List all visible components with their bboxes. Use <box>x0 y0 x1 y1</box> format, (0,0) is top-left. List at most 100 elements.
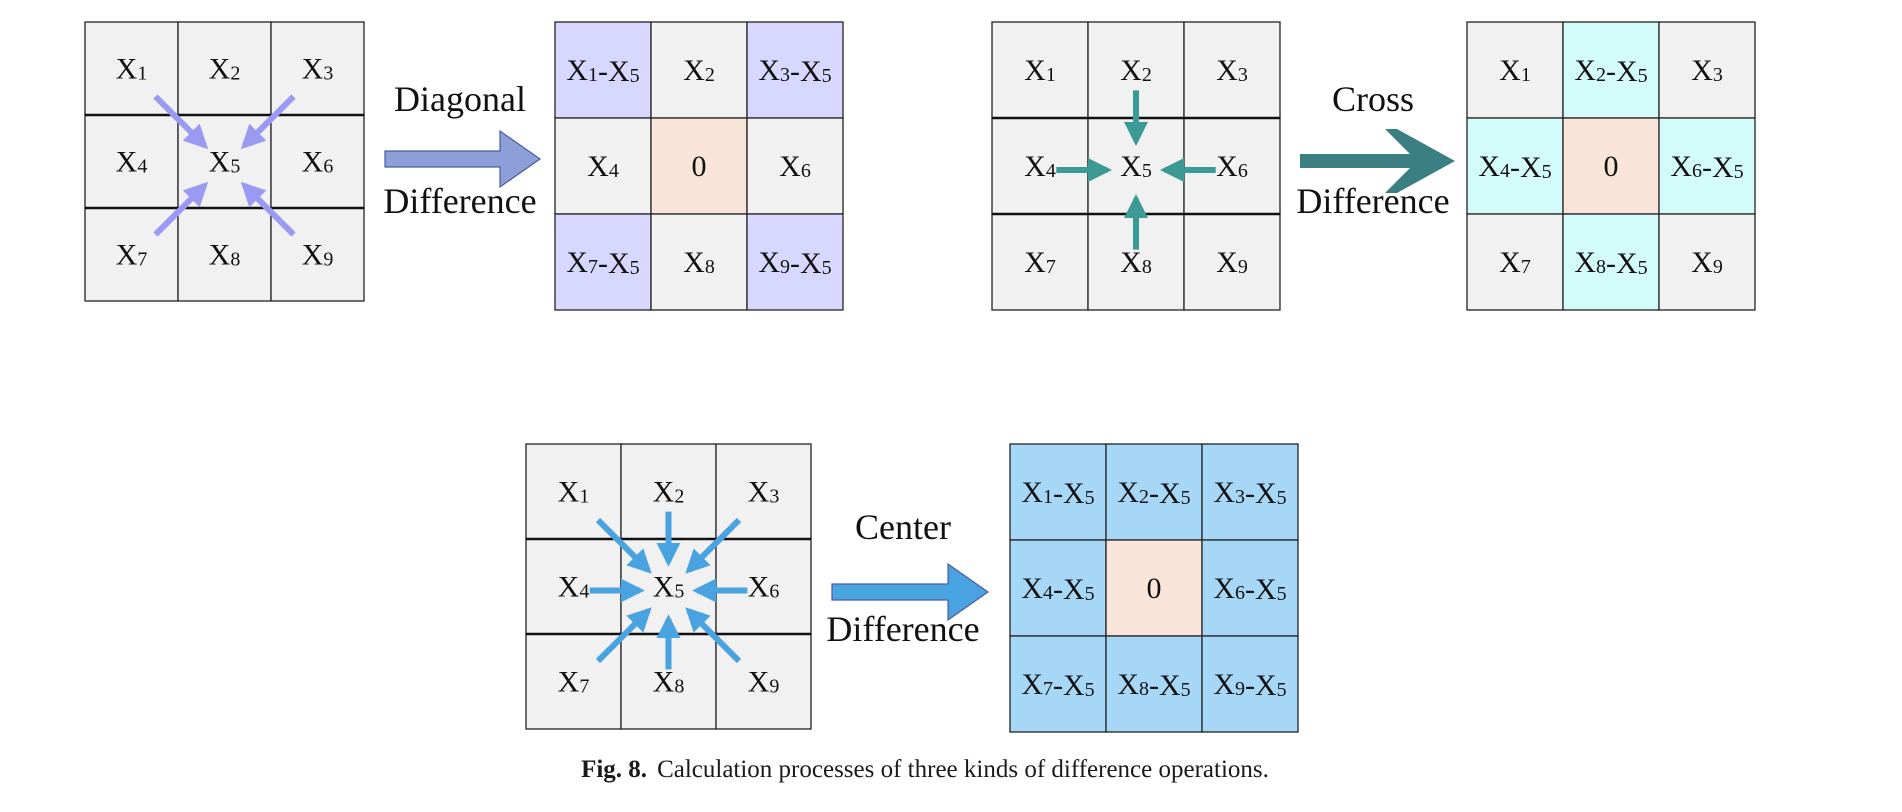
output-cell-label: 0 <box>1147 572 1162 605</box>
input-cell-label: X3 <box>748 476 780 509</box>
input-cell-label: X2 <box>1120 54 1152 87</box>
input-cell-label: X6 <box>302 146 334 179</box>
output-cell-label: X4-X5 <box>1478 150 1551 184</box>
pointer-arrow <box>685 607 742 664</box>
output-cell-label: X9 <box>1691 246 1723 279</box>
input-cell-label: X1 <box>116 53 148 86</box>
output-cell-label: X2-X5 <box>1574 54 1647 88</box>
output-cell-label: X8 <box>683 246 715 279</box>
output-cell-label: X9-X5 <box>758 246 831 280</box>
transform-arrow-icon <box>384 129 542 189</box>
input-cell-label: X3 <box>1216 54 1248 87</box>
pointer-arrow <box>240 181 296 237</box>
output-cell <box>1466 213 1564 311</box>
output-cell-label: X1 <box>1499 54 1531 87</box>
output-cell-label: X1-X5 <box>1021 476 1094 510</box>
output-cell <box>650 117 748 215</box>
output-cell-label: X3-X5 <box>758 54 831 88</box>
output-cell-label: X2-X5 <box>1117 476 1190 510</box>
operation-suffix: Difference <box>1296 181 1449 221</box>
input-cell <box>177 207 272 302</box>
figure-caption: Fig. 8. Calculation processes of three ki… <box>0 756 1850 784</box>
output-cell-label: X8-X5 <box>1574 246 1647 280</box>
operation-suffix: Difference <box>826 609 979 649</box>
pointer-arrow <box>595 517 652 574</box>
input-cell <box>1087 213 1185 311</box>
input-cell-label: X6 <box>748 571 780 604</box>
input-cell <box>525 538 622 635</box>
output-cell-label: X1-X5 <box>566 54 639 88</box>
output-cell-label: X6 <box>779 150 811 183</box>
output-cell-label: X7 <box>1499 246 1531 279</box>
output-cell-label: 0 <box>1604 150 1619 183</box>
input-cell-label: X8 <box>653 666 685 699</box>
output-cell <box>1201 443 1299 541</box>
output-cell <box>1009 443 1107 541</box>
operation-name: Cross <box>1332 79 1414 119</box>
input-cell-label: X8 <box>209 239 241 272</box>
output-cell-label: X4 <box>587 150 619 183</box>
output-cell-label: X3 <box>1691 54 1723 87</box>
input-cell-label: X4 <box>558 571 590 604</box>
output-cell <box>1658 213 1756 311</box>
output-cell <box>650 213 748 311</box>
input-cell <box>715 538 812 635</box>
input-cell-label: X1 <box>1024 54 1056 87</box>
output-cell <box>746 21 844 119</box>
output-cell-label: X6-X5 <box>1213 572 1286 606</box>
output-cell <box>1562 21 1660 119</box>
output-cell <box>746 117 844 215</box>
pointer-arrow <box>595 607 652 664</box>
operation-name: Center <box>855 507 951 547</box>
output-cell-label: X7-X5 <box>1021 668 1094 702</box>
output-cell <box>1658 117 1756 215</box>
output-cell <box>1009 539 1107 637</box>
input-cell-label: X4 <box>1024 150 1056 183</box>
output-cell-label: X9-X5 <box>1213 668 1286 702</box>
output-cell-label: X3-X5 <box>1213 476 1286 510</box>
transform-arrow-icon <box>1300 129 1455 193</box>
output-cell <box>554 213 652 311</box>
input-cell-label: X4 <box>116 146 148 179</box>
input-cell-label: X7 <box>558 666 590 699</box>
input-cell-label: X5 <box>209 146 241 179</box>
figure-caption-text: Calculation processes of three kinds of … <box>657 756 1269 783</box>
input-cell-label: X7 <box>1024 246 1056 279</box>
output-cell <box>554 21 652 119</box>
output-cell <box>1009 635 1107 733</box>
pointer-arrow <box>240 94 296 150</box>
output-cell <box>1105 635 1203 733</box>
pointer-arrow <box>153 94 209 150</box>
input-cell <box>177 21 272 116</box>
output-cell <box>1201 539 1299 637</box>
operation-name: Diagonal <box>394 79 526 119</box>
output-cell <box>554 117 652 215</box>
output-cell <box>1658 21 1756 119</box>
input-cell-label: X2 <box>209 53 241 86</box>
output-cell <box>1105 443 1203 541</box>
input-cell-label: X3 <box>302 53 334 86</box>
operation-suffix: Difference <box>383 181 536 221</box>
input-cell <box>991 213 1089 311</box>
input-cell <box>270 114 365 209</box>
output-cell-label: X6-X5 <box>1670 150 1743 184</box>
input-cell-label: X5 <box>653 571 685 604</box>
output-cell-label: X4-X5 <box>1021 572 1094 606</box>
input-cell-label: X6 <box>1216 150 1248 183</box>
input-cell-label: X9 <box>748 666 780 699</box>
input-cell-label: X9 <box>302 239 334 272</box>
input-cell <box>1183 21 1281 119</box>
output-cell-label: X7-X5 <box>566 246 639 280</box>
input-cell-label: X9 <box>1216 246 1248 279</box>
figure-label: Fig. 8. <box>581 756 648 783</box>
input-cell-label: X5 <box>1120 150 1152 183</box>
output-cell <box>1201 635 1299 733</box>
